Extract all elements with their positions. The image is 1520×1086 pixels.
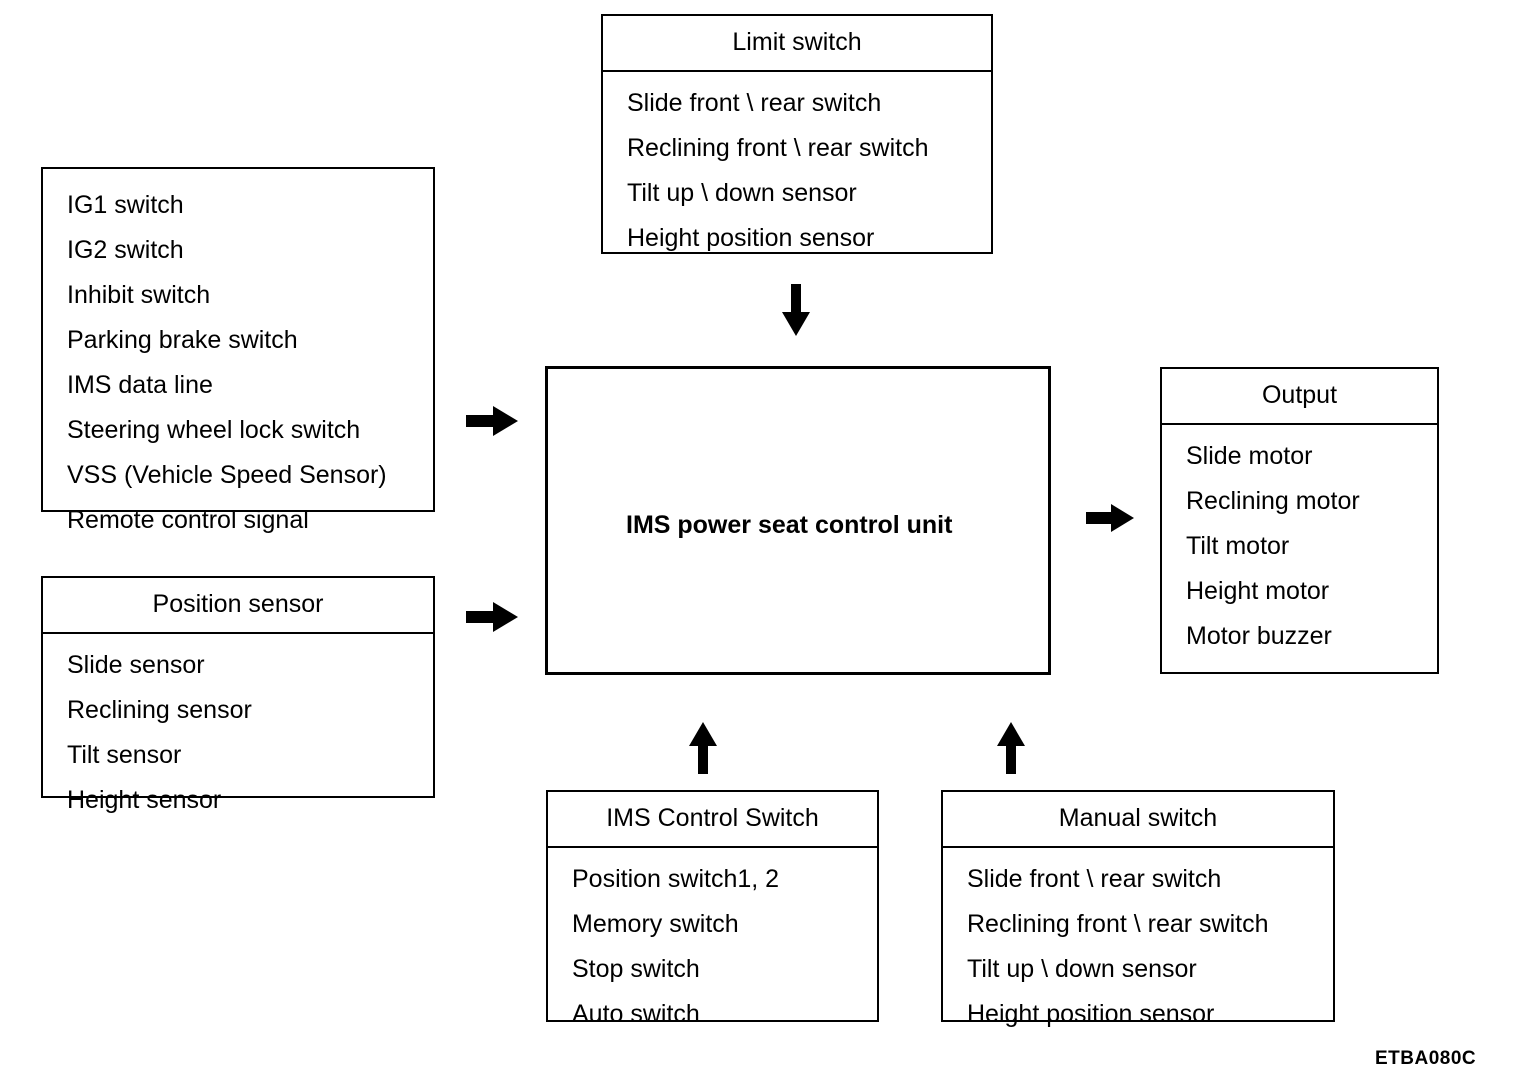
list-item: Slide motor — [1186, 442, 1313, 470]
arrow-right-icon-inputs-to-control-unit — [466, 406, 518, 436]
output-list: Slide motor Reclining motor Tilt motor H… — [1162, 425, 1437, 669]
arrow-up-icon-ims-control-switch-to-control-unit — [689, 722, 717, 774]
list-item: Motor buzzer — [1186, 622, 1332, 650]
ims-control-switch-box: IMS Control Switch Position switch1, 2 M… — [546, 790, 879, 1027]
list-item: Remote control signal — [67, 506, 309, 534]
list-item: Steering wheel lock switch — [67, 416, 361, 444]
manual-switch-box: Manual switch Slide front \ rear switch … — [941, 790, 1335, 1027]
list-item: Tilt sensor — [67, 741, 182, 769]
list-item: Parking brake switch — [67, 326, 298, 354]
list-item: Slide sensor — [67, 651, 205, 679]
position-sensor-title: Position sensor — [43, 578, 433, 634]
position-sensor-box: Position sensor Slide sensor Reclining s… — [41, 576, 435, 813]
list-item: Height position sensor — [627, 224, 875, 252]
limit-switch-box: Limit switch Slide front \ rear switch R… — [601, 14, 993, 254]
list-item: Reclining motor — [1186, 487, 1360, 515]
list-item: Reclining sensor — [67, 696, 252, 724]
list-item: Memory switch — [572, 910, 739, 938]
output-title: Output — [1162, 369, 1437, 425]
arrow-right-icon-control-unit-to-output — [1086, 504, 1134, 532]
ims-control-switch-list: Position switch1, 2 Memory switch Stop s… — [548, 848, 877, 1047]
limit-switch-title: Limit switch — [603, 16, 991, 72]
ims-control-switch-title: IMS Control Switch — [548, 792, 877, 848]
output-box: Output Slide motor Reclining motor Tilt … — [1160, 367, 1439, 674]
position-sensor-list: Slide sensor Reclining sensor Tilt senso… — [43, 634, 433, 833]
list-item: Height position sensor — [967, 1000, 1215, 1028]
list-item: Position switch1, 2 — [572, 865, 780, 893]
list-item: Height sensor — [67, 786, 222, 814]
list-item: Tilt up \ down sensor — [967, 955, 1197, 983]
list-item: Reclining front \ rear switch — [967, 910, 1269, 938]
list-item: Stop switch — [572, 955, 700, 983]
list-item: Tilt up \ down sensor — [627, 179, 857, 207]
limit-switch-list: Slide front \ rear switch Reclining fron… — [603, 72, 991, 271]
control-unit-box: IMS power seat control unit — [545, 366, 1051, 675]
list-item: Slide front \ rear switch — [627, 89, 882, 117]
arrow-up-icon-manual-switch-to-control-unit — [997, 722, 1025, 774]
list-item: Auto switch — [572, 1000, 700, 1028]
arrow-right-icon-position-sensor-to-control-unit — [466, 602, 518, 632]
list-item: Inhibit switch — [67, 281, 211, 309]
list-item: IG2 switch — [67, 236, 184, 264]
inputs-list: IG1 switch IG2 switch Inhibit switch Par… — [43, 169, 433, 557]
figure-caption: ETBA080C — [1375, 1048, 1477, 1069]
list-item: VSS (Vehicle Speed Sensor) — [67, 461, 387, 489]
manual-switch-title: Manual switch — [943, 792, 1333, 848]
list-item: Slide front \ rear switch — [967, 865, 1222, 893]
list-item: Reclining front \ rear switch — [627, 134, 929, 162]
list-item: IG1 switch — [67, 191, 184, 219]
inputs-box: IG1 switch IG2 switch Inhibit switch Par… — [41, 167, 435, 533]
list-item: IMS data line — [67, 371, 213, 399]
list-item: Tilt motor — [1186, 532, 1290, 560]
manual-switch-list: Slide front \ rear switch Reclining fron… — [943, 848, 1333, 1047]
arrow-down-icon-limit-switch-to-control-unit — [782, 284, 810, 336]
control-unit-label: IMS power seat control unit — [626, 511, 953, 539]
list-item: Height motor — [1186, 577, 1330, 605]
